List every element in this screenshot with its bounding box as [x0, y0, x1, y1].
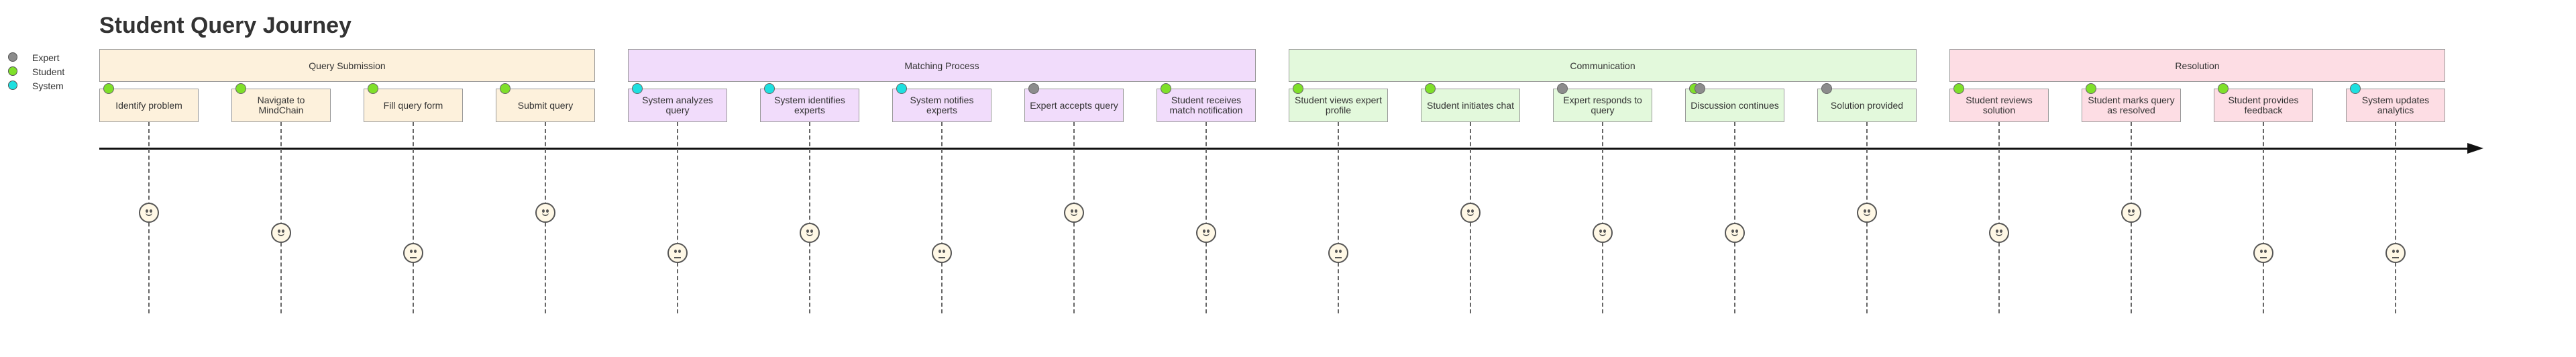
student-actor-dot-icon: [1425, 83, 1436, 94]
task-box: System identifies experts: [760, 89, 859, 122]
student-actor-dot-icon: [103, 83, 114, 94]
neutral-face-icon: [403, 243, 423, 263]
task-guide-line: [941, 122, 943, 313]
section-header: Matching Process: [628, 49, 1256, 82]
neutral-face-icon: [667, 243, 688, 263]
task-box: System notifies experts: [892, 89, 991, 122]
task-guide-line: [2263, 122, 2264, 313]
section-header: Query Submission: [99, 49, 595, 82]
expert-actor-dot-icon: [1695, 83, 1705, 94]
task-box: Expert responds to query: [1553, 89, 1652, 122]
smiley-face-icon: [1989, 223, 2009, 243]
task-box: Fill query form: [364, 89, 463, 122]
task-guide-line: [413, 122, 414, 313]
smiley-face-icon: [1725, 223, 1745, 243]
smiley-face-icon: [1064, 203, 1084, 223]
student-actor-dot-icon: [1161, 83, 1171, 94]
task-guide-line: [280, 122, 282, 313]
student-dot-icon: [8, 66, 17, 76]
arrow-right-icon: [2467, 143, 2483, 154]
smiley-face-icon: [271, 223, 291, 243]
task-box: Discussion continues: [1685, 89, 1784, 122]
task-box: Navigate to MindChain: [231, 89, 331, 122]
student-actor-dot-icon: [2086, 83, 2096, 94]
task-guide-line: [2395, 122, 2396, 313]
legend-label: System: [32, 81, 64, 91]
task-box: Student receives match notification: [1157, 89, 1256, 122]
student-actor-dot-icon: [1953, 83, 1964, 94]
expert-actor-dot-icon: [1028, 83, 1039, 94]
task-guide-line: [1205, 122, 1207, 313]
section-header: Communication: [1289, 49, 1917, 82]
task-box: Solution provided: [1817, 89, 1917, 122]
task-box: System updates analytics: [2346, 89, 2445, 122]
task-guide-line: [677, 122, 678, 313]
legend-label: Student: [32, 66, 65, 77]
student-actor-dot-icon: [500, 83, 511, 94]
smiley-face-icon: [535, 203, 555, 223]
task-guide-line: [809, 122, 810, 313]
task-box: Student initiates chat: [1421, 89, 1520, 122]
system-actor-dot-icon: [2350, 83, 2361, 94]
smiley-face-icon: [800, 223, 820, 243]
neutral-face-icon: [2385, 243, 2406, 263]
expert-actor-dot-icon: [1557, 83, 1568, 94]
expert-dot-icon: [8, 52, 17, 62]
smiley-face-icon: [2121, 203, 2141, 223]
timeline-axis: [99, 148, 2467, 150]
section-header: Resolution: [1949, 49, 2445, 82]
neutral-face-icon: [2253, 243, 2273, 263]
task-box: Submit query: [496, 89, 595, 122]
task-box: Student marks query as resolved: [2082, 89, 2181, 122]
task-box: Student views expert profile: [1289, 89, 1388, 122]
student-actor-dot-icon: [368, 83, 378, 94]
task-guide-line: [1338, 122, 1339, 313]
system-actor-dot-icon: [764, 83, 775, 94]
expert-actor-dot-icon: [1821, 83, 1832, 94]
smiley-face-icon: [1460, 203, 1481, 223]
student-actor-dot-icon: [2218, 83, 2229, 94]
task-box: Student reviews solution: [1949, 89, 2049, 122]
task-guide-line: [1734, 122, 1735, 313]
diagram-title: Student Query Journey: [99, 13, 352, 38]
task-box: System analyzes query: [628, 89, 727, 122]
student-actor-dot-icon: [235, 83, 246, 94]
task-box: Expert accepts query: [1024, 89, 1124, 122]
system-actor-dot-icon: [632, 83, 643, 94]
task-guide-line: [1998, 122, 2000, 313]
task-guide-line: [1602, 122, 1603, 313]
smiley-face-icon: [1196, 223, 1216, 243]
smiley-face-icon: [1857, 203, 1877, 223]
legend-label: Expert: [32, 52, 60, 63]
neutral-face-icon: [1328, 243, 1348, 263]
smiley-face-icon: [139, 203, 159, 223]
system-dot-icon: [8, 81, 17, 90]
task-box: Identify problem: [99, 89, 199, 122]
system-actor-dot-icon: [896, 83, 907, 94]
smiley-face-icon: [1593, 223, 1613, 243]
neutral-face-icon: [932, 243, 952, 263]
student-actor-dot-icon: [1293, 83, 1303, 94]
task-box: Student provides feedback: [2214, 89, 2313, 122]
